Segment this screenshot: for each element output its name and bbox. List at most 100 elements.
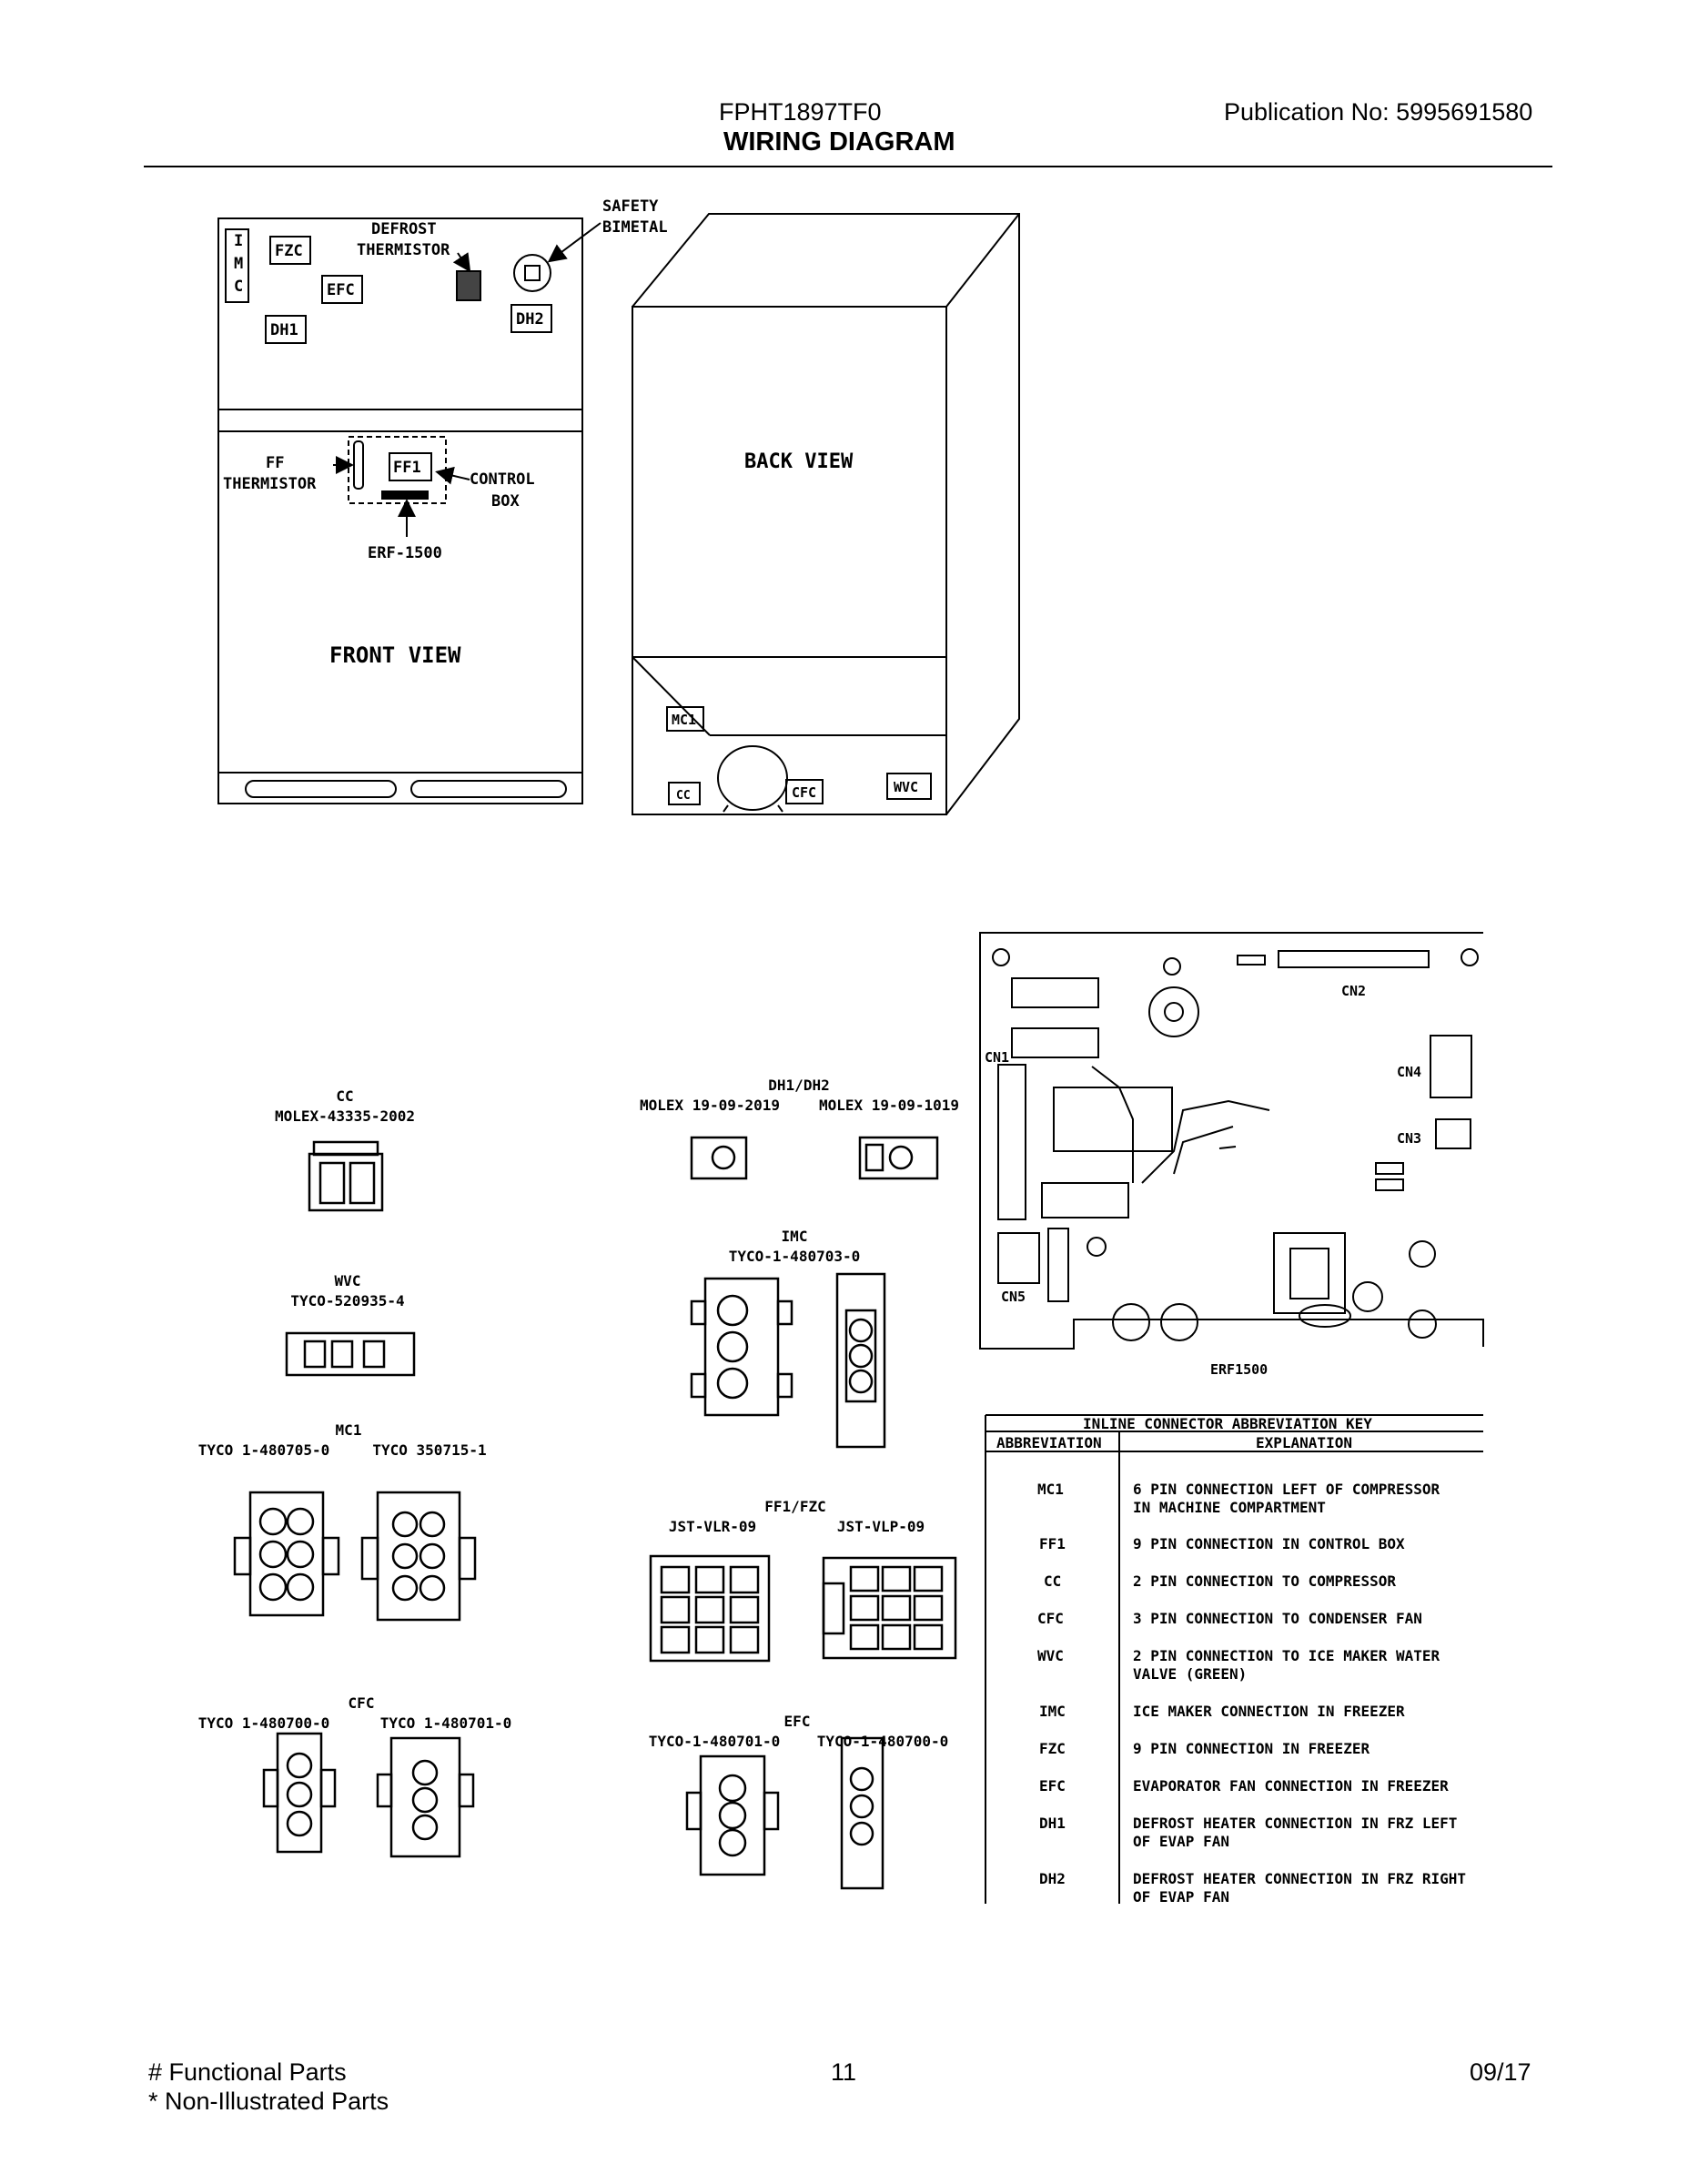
cn1-header — [997, 1064, 1026, 1220]
cn2-header — [1278, 950, 1430, 968]
key-row-abbr: FZC — [1039, 1740, 1066, 1757]
dh-connector-a — [690, 1136, 748, 1180]
cfc-label: CFC — [792, 784, 816, 801]
publication-number: Publication No: 5995691580 — [1224, 98, 1533, 126]
key-row-text-1: DEFROST HEATER CONNECTION IN FRZ RIGHT — [1133, 1870, 1466, 1887]
ff1-fzc-connector-a — [649, 1554, 771, 1663]
cc-connector — [308, 1140, 384, 1212]
key-row-text-1: DEFROST HEATER CONNECTION IN FRZ LEFT — [1133, 1815, 1457, 1832]
cn5-label: CN5 — [1001, 1289, 1026, 1305]
cn2-label: CN2 — [1341, 983, 1366, 999]
key-row-abbr: DH1 — [1039, 1815, 1066, 1832]
page-title: WIRING DIAGRAM — [723, 127, 955, 157]
wvc-part: TYCO-520935-4 — [290, 1292, 404, 1309]
mc1-part-b: TYCO 350715-1 — [372, 1441, 486, 1459]
freezer-handle — [245, 780, 397, 798]
key-table-title: INLINE CONNECTOR ABBREVIATION KEY — [1083, 1415, 1372, 1432]
key-row-text-1: ICE MAKER CONNECTION IN FREEZER — [1133, 1703, 1405, 1720]
key-row-abbr: WVC — [1037, 1647, 1064, 1664]
dh-connector-b — [858, 1136, 939, 1180]
defrost-thermistor-label-2: THERMISTOR — [357, 241, 450, 259]
imc-letter-c: C — [234, 278, 243, 296]
key-row-text-1: 9 PIN CONNECTION IN CONTROL BOX — [1133, 1535, 1405, 1552]
efc-title: EFC — [784, 1713, 811, 1730]
imc-connector-b — [835, 1272, 886, 1449]
front-view-labels: I M C FZC EFC DH1 DH2 DEFROST THERMISTOR… — [223, 220, 544, 668]
key-row-abbr: DH2 — [1039, 1870, 1066, 1887]
defrost-thermistor-icon — [456, 270, 481, 301]
non-illustrated-parts-note: * Non-Illustrated Parts — [148, 2088, 389, 2115]
ff1-fzc-part-a: JST-VLR-09 — [669, 1518, 756, 1535]
key-row-text-2: VALVE (GREEN) — [1133, 1665, 1247, 1683]
header-rule — [144, 166, 1552, 167]
dh-title: DH1/DH2 — [768, 1077, 829, 1094]
cn3-header — [1435, 1118, 1471, 1149]
compressor-icon — [717, 745, 788, 811]
key-row-text-2: OF EVAP FAN — [1133, 1888, 1229, 1906]
connector-labels: CC MOLEX-43335-2002 DH1/DH2 MOLEX 19-09-… — [198, 1077, 959, 1750]
imc-part: TYCO-1-480703-0 — [729, 1248, 861, 1265]
cfc-part-b: TYCO 1-480701-0 — [380, 1714, 512, 1732]
cn5-header — [997, 1232, 1040, 1284]
wvc-label: WVC — [894, 779, 918, 795]
control-box-label-1: CONTROL — [470, 470, 535, 489]
wvc-connector — [285, 1331, 416, 1377]
back-view — [547, 213, 1020, 815]
key-row-text-1: 6 PIN CONNECTION LEFT OF COMPRESSOR — [1133, 1481, 1440, 1498]
key-table — [985, 1414, 1483, 1904]
front-view — [217, 217, 583, 804]
connector-drawings — [233, 1136, 957, 1890]
dh-part-a: MOLEX 19-09-2019 — [640, 1097, 780, 1114]
cfc-connector-a — [262, 1732, 337, 1854]
key-row-abbr: EFC — [1039, 1777, 1066, 1795]
key-row-text-2: OF EVAP FAN — [1133, 1833, 1229, 1850]
back-view-labels: SAFETY BIMETAL BACK VIEW MC1 CC CFC WVC — [602, 197, 918, 803]
efc-label: EFC — [327, 281, 355, 299]
back-view-outline — [632, 306, 947, 815]
cn3-label: CN3 — [1397, 1130, 1421, 1147]
cfc-part-a: TYCO 1-480700-0 — [198, 1714, 330, 1732]
imc-title: IMC — [782, 1228, 808, 1245]
cn1-label: CN1 — [985, 1049, 1009, 1066]
key-row-text-1: 2 PIN CONNECTION TO COMPRESSOR — [1133, 1572, 1396, 1590]
key-row-abbr: CFC — [1037, 1610, 1064, 1627]
dh2-label: DH2 — [516, 310, 544, 329]
imc-letter-i: I — [234, 232, 243, 250]
ff-thermistor-label-2: THERMISTOR — [223, 475, 317, 493]
ff1-fzc-connector-b — [822, 1556, 957, 1660]
key-row-text-1: 9 PIN CONNECTION IN FREEZER — [1133, 1740, 1370, 1757]
key-row-text-1: 2 PIN CONNECTION TO ICE MAKER WATER — [1133, 1647, 1440, 1664]
erf-1500-label: ERF-1500 — [368, 544, 442, 562]
ff-thermistor-label-1: FF — [266, 454, 284, 472]
board-labels: CN1 CN2 CN3 CN4 CN5 ERF1500 — [985, 983, 1421, 1378]
board-outline — [979, 932, 1484, 1350]
key-row-abbr: FF1 — [1039, 1535, 1066, 1552]
safety-bimetal-label-2: BIMETAL — [602, 218, 668, 237]
ff1-fzc-title: FF1/FZC — [764, 1498, 825, 1515]
cc-part: MOLEX-43335-2002 — [275, 1107, 415, 1125]
key-row-text-1: 3 PIN CONNECTION TO CONDENSER FAN — [1133, 1610, 1422, 1627]
page-number: 11 — [831, 2058, 857, 2086]
key-row-abbr: CC — [1044, 1572, 1061, 1590]
fzc-label: FZC — [275, 242, 303, 260]
key-row-abbr: IMC — [1039, 1703, 1066, 1720]
efc-part-a: TYCO-1-480701-0 — [649, 1733, 781, 1750]
mc1-title: MC1 — [336, 1421, 362, 1439]
imc-connector-a — [690, 1277, 793, 1417]
mc1-connector-a — [233, 1491, 340, 1617]
front-view-label: FRONT VIEW — [329, 642, 461, 668]
abbreviation-header: ABBREVIATION — [996, 1434, 1102, 1451]
cc-label: CC — [676, 789, 691, 803]
cfc-title: CFC — [349, 1694, 375, 1712]
cfc-connector-b — [376, 1736, 475, 1858]
wvc-title: WVC — [335, 1272, 361, 1289]
explanation-header: EXPLANATION — [1256, 1434, 1352, 1451]
cn4-label: CN4 — [1397, 1064, 1421, 1080]
safety-bimetal-label-1: SAFETY — [602, 197, 659, 216]
mc1-part-a: TYCO 1-480705-0 — [198, 1441, 330, 1459]
ff1-label: FF1 — [393, 459, 421, 477]
dh1-label: DH1 — [270, 321, 298, 339]
mc1-label: MC1 — [672, 712, 696, 728]
publication-date: 09/17 — [1470, 2058, 1531, 2086]
